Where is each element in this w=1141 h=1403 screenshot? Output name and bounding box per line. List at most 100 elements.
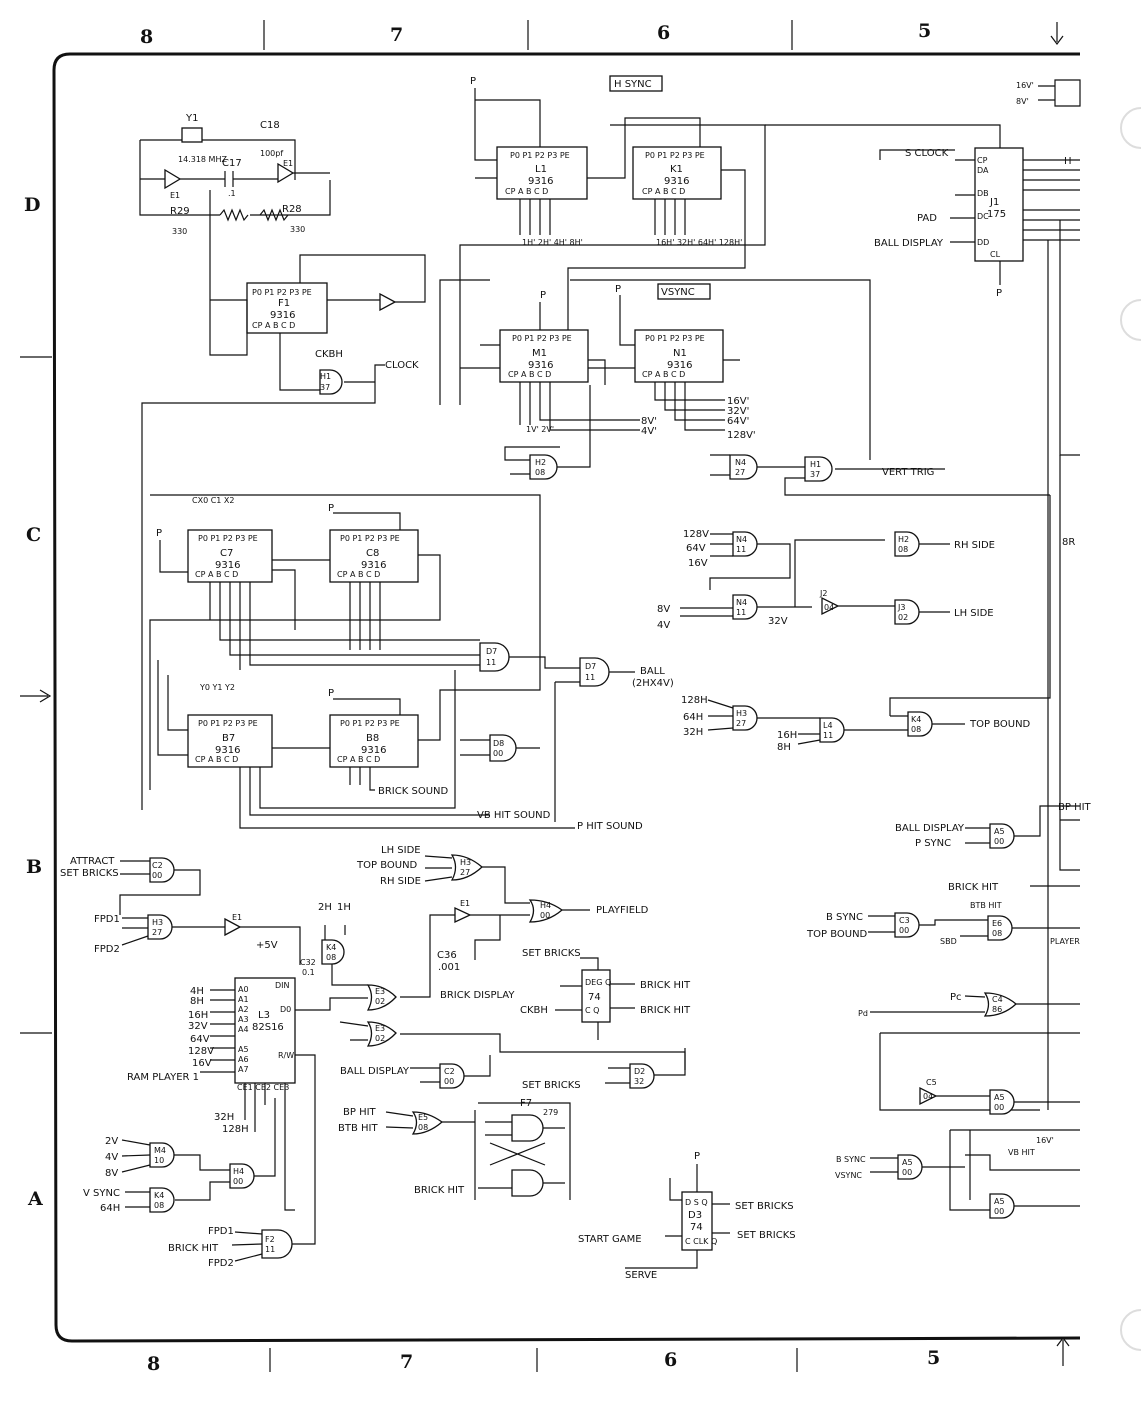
svg-text:B SYNC: B SYNC	[836, 1155, 866, 1164]
svg-text:H2: H2	[898, 535, 909, 544]
label-attract: ATTRACT	[70, 856, 115, 867]
svg-text:H3: H3	[152, 918, 163, 927]
svg-text:08: 08	[535, 468, 545, 477]
svg-text:16V': 16V'	[1036, 1136, 1054, 1145]
svg-text:H1: H1	[810, 460, 821, 469]
gate-H2-rh: H2 08 RH SIDE 8R	[894, 531, 1075, 557]
zone-ruler-bottom: 8 7 6 5	[147, 1337, 1070, 1375]
svg-text:00: 00	[994, 1103, 1004, 1112]
gate-E3-b: E3 02	[339, 1021, 686, 1070]
gate-J3-lh: J3 02 LH SIDE	[894, 599, 994, 625]
svg-text:K4: K4	[326, 943, 336, 952]
svg-text:9316: 9316	[361, 745, 386, 756]
svg-text:N4: N4	[736, 535, 747, 544]
svg-text:8R: 8R	[1062, 537, 1075, 548]
label-ball-sub: (2HX4V)	[632, 678, 674, 689]
svg-text:BRICK HIT: BRICK HIT	[948, 882, 999, 893]
svg-text:A2: A2	[238, 1005, 249, 1014]
svg-text:2V: 2V	[105, 1136, 118, 1147]
svg-text:64H: 64H	[683, 712, 703, 723]
svg-text:08: 08	[154, 1201, 164, 1210]
label-ball: BALL	[640, 666, 665, 677]
svg-text:N1: N1	[673, 348, 687, 359]
label-ckbh: CKBH	[315, 349, 343, 360]
svg-text:128V: 128V	[188, 1046, 214, 1057]
label-start-game: START GAME	[578, 1234, 642, 1245]
svg-text:P0 P1 P2 P3 PE: P0 P1 P2 P3 PE	[340, 719, 400, 728]
svg-text:11: 11	[736, 545, 746, 554]
gate-D8: D8 00	[460, 734, 540, 762]
crystal-icon	[181, 127, 203, 143]
label-p-hit-sound: P HIT SOUND	[577, 821, 643, 832]
flipflop-D3: D S Q D3 74 C CLK Q P START GAME SERVE S…	[578, 1151, 796, 1281]
svg-text:D0: D0	[280, 1005, 291, 1014]
label-brick-hit-f7: BRICK HIT	[414, 1185, 465, 1196]
svg-text:175: 175	[987, 209, 1006, 220]
svg-text:E1: E1	[170, 191, 180, 200]
top-right-gate: 16V' 8V'	[1016, 79, 1081, 107]
svg-text:8V: 8V	[657, 604, 670, 615]
svg-text:P: P	[470, 76, 476, 87]
svg-text:10: 10	[154, 1156, 164, 1165]
gate-C2-ball: C2 00 BALL DISPLAY	[340, 1055, 491, 1089]
svg-text:BRICK DISPLAY: BRICK DISPLAY	[440, 990, 515, 1001]
svg-text:11: 11	[736, 608, 746, 617]
svg-text:00: 00	[493, 749, 503, 758]
cap-c18-val: 100pf	[260, 149, 283, 158]
label-vb-hit: VB HIT	[1008, 1148, 1035, 1157]
svg-text:A4: A4	[238, 1025, 249, 1034]
svg-text:Pc: Pc	[950, 992, 962, 1003]
svg-text:A3: A3	[238, 1015, 249, 1024]
label-ball-display-b: BALL DISPLAY	[340, 1066, 410, 1077]
svg-text:J2: J2	[819, 589, 827, 598]
zone-ruler-top: 8 7 6 5	[140, 20, 1064, 50]
label-ckbh-b: CKBH	[520, 1005, 548, 1016]
zone-top-7: 7	[390, 24, 403, 46]
gate-H4-b: H4 00	[175, 1098, 276, 1201]
res-r28-ref: R28	[282, 204, 302, 215]
svg-text:9316: 9316	[215, 560, 240, 571]
zone-bottom-7: 7	[400, 1351, 413, 1373]
gate-L4: L4 11 16H 8H	[777, 717, 908, 753]
svg-text:27: 27	[152, 928, 162, 937]
svg-text:32: 32	[634, 1077, 644, 1086]
svg-text:K4: K4	[911, 715, 921, 724]
gate-K4-b: K4 08	[321, 939, 368, 986]
svg-text:R/W: R/W	[278, 1051, 294, 1060]
svg-text:J1: J1	[989, 197, 999, 208]
svg-text:Pd: Pd	[858, 1009, 868, 1018]
gate-M4: M4 10 2V 4V 8V	[105, 1136, 230, 1179]
label-set-bricks-b: SET BRICKS	[522, 948, 581, 959]
svg-text:DA: DA	[977, 166, 989, 175]
counter-C7: C7 9316 P0 P1 P2 P3 PE CP A B C D CX0 C1…	[156, 496, 480, 670]
svg-text:P0 P1 P2 P3 PE: P0 P1 P2 P3 PE	[340, 534, 400, 543]
svg-text:E1: E1	[283, 159, 293, 168]
gate-N4-c: N4 11 8V 4V 32V	[657, 539, 885, 631]
svg-text:CP A B C D: CP A B C D	[195, 570, 238, 579]
svg-text:C2: C2	[444, 1067, 455, 1076]
svg-text:RH SIDE: RH SIDE	[380, 876, 421, 887]
svg-text:DEG Q: DEG Q	[585, 978, 611, 987]
svg-text:C Q: C Q	[585, 1006, 599, 1015]
label-brick-sound: BRICK SOUND	[378, 786, 448, 797]
label-btb-hit: BTB HIT	[338, 1123, 378, 1134]
svg-text:32V': 32V'	[727, 406, 749, 417]
svg-text:J3: J3	[897, 603, 905, 612]
svg-text:37: 37	[320, 383, 330, 392]
svg-text:27: 27	[460, 868, 470, 877]
svg-text:H SYNC: H SYNC	[614, 79, 652, 90]
svg-text:F2: F2	[265, 1235, 275, 1244]
svg-text:CP A B C D: CP A B C D	[337, 570, 380, 579]
svg-text:C7: C7	[220, 548, 233, 559]
svg-text:4H: 4H	[190, 986, 204, 997]
label-h-out: H	[1064, 156, 1072, 167]
svg-text:L1: L1	[535, 164, 547, 175]
gate-H2-vert: H2 08	[439, 279, 591, 480]
svg-text:279: 279	[543, 1108, 558, 1117]
counter-B8: B8 9316 P0 P1 P2 P3 PE CP A B C D P BRIC…	[150, 494, 541, 797]
svg-text:CP: CP	[977, 156, 988, 165]
svg-text:C8: C8	[366, 548, 379, 559]
svg-text:A1: A1	[238, 995, 249, 1004]
gate-C4: C4 86 Pc Pd	[858, 992, 1080, 1111]
gate-A5-b: A5 00 16V' VB HIT	[949, 1089, 1080, 1211]
